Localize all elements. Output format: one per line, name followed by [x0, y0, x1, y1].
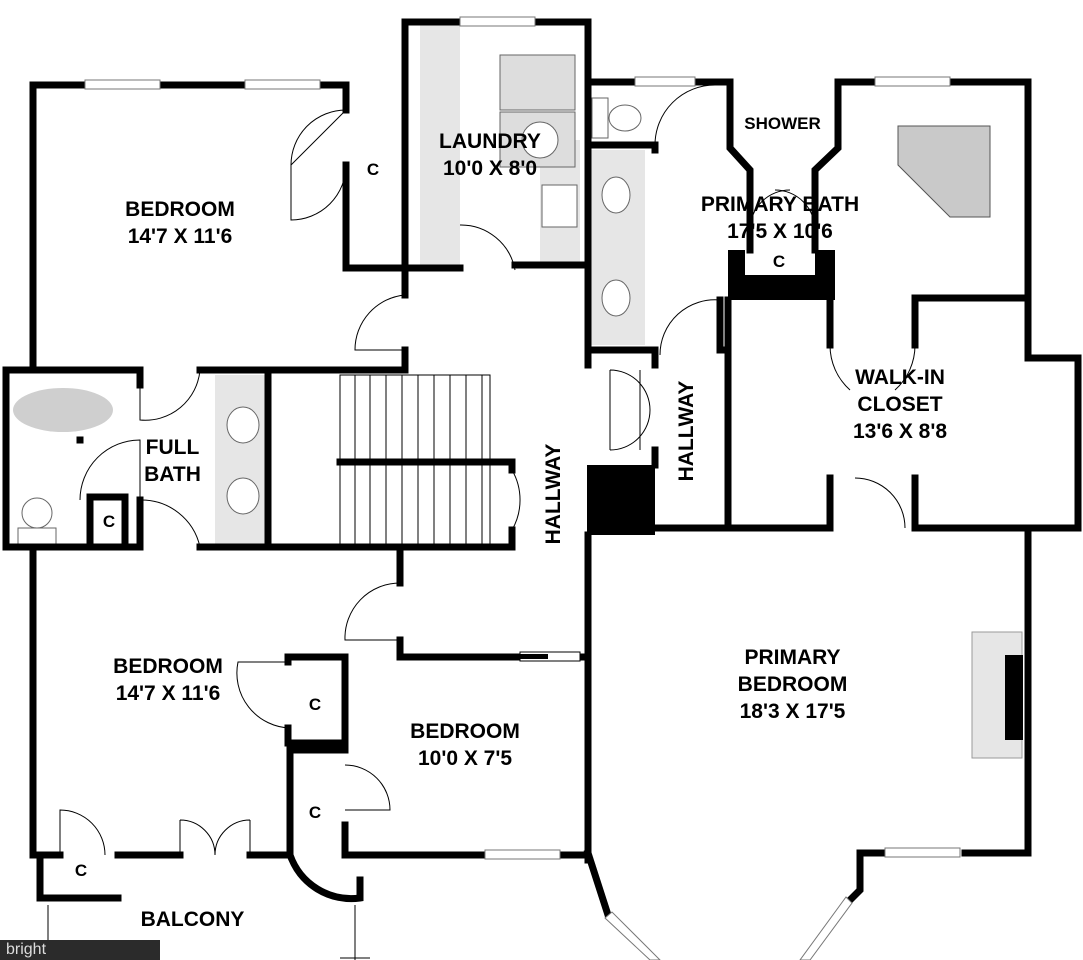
- room-name-line1: FULL: [145, 436, 200, 459]
- doors: [47, 84, 916, 960]
- room-dimensions: 13'6 X 8'8: [852, 420, 948, 443]
- staircase: [336, 374, 516, 548]
- hallway-left-label: HALLWAY: [542, 443, 565, 545]
- room-dimensions: 14'7 X 11'6: [127, 225, 233, 248]
- shower-label: SHOWER: [735, 114, 830, 134]
- primary-bath-label: PRIMARY BATH 17'5 X 10'6: [670, 191, 890, 245]
- windows: [84, 16, 961, 960]
- room-dimensions: 14'7 X 11'6: [115, 682, 221, 705]
- walk-in-closet-label: WALK-IN CLOSET 13'6 X 8'8: [825, 364, 975, 445]
- fixtures: [13, 25, 1023, 759]
- bedroom-nw-label: BEDROOM 14'7 X 11'6: [100, 196, 260, 250]
- room-name: BEDROOM: [410, 720, 520, 743]
- room-dimensions: 10'0 X 8'0: [442, 157, 538, 180]
- room-name-line2: BATH: [144, 463, 201, 486]
- room-name: LAUNDRY: [439, 130, 541, 153]
- hallway-right-label: HALLWAY: [675, 380, 698, 482]
- bedroom-small-label: BEDROOM 10'0 X 7'5: [390, 718, 540, 772]
- room-name: BEDROOM: [113, 655, 223, 678]
- laundry-label: LAUNDRY 10'0 X 8'0: [420, 128, 560, 182]
- room-name: SHOWER: [744, 114, 821, 133]
- room-dimensions: 17'5 X 10'6: [727, 220, 833, 243]
- room-name-line1: PRIMARY: [744, 646, 841, 669]
- balcony-label: BALCONY: [125, 906, 260, 933]
- room-name-line2: BEDROOM: [737, 673, 848, 696]
- closet-marker: C: [308, 803, 322, 822]
- closet-marker: C: [74, 861, 88, 880]
- bedroom-sw-label: BEDROOM 14'7 X 11'6: [88, 653, 248, 707]
- room-dimensions: 10'0 X 7'5: [417, 747, 513, 770]
- room-dimensions: 18'3 X 17'5: [739, 700, 846, 723]
- full-bath-label: FULL BATH: [125, 434, 220, 488]
- room-name-line2: CLOSET: [857, 393, 943, 416]
- closet-marker: C: [366, 160, 380, 179]
- closet-marker: C: [102, 512, 116, 531]
- room-name-line1: WALK-IN: [855, 366, 945, 389]
- primary-bedroom-label: PRIMARY BEDROOM 18'3 X 17'5: [710, 644, 875, 725]
- closet-marker: C: [308, 695, 322, 714]
- room-name: BALCONY: [140, 908, 245, 931]
- room-name: PRIMARY BATH: [700, 193, 860, 216]
- room-name: BEDROOM: [125, 198, 235, 221]
- walls: [2, 18, 1082, 920]
- closet-marker: C: [772, 252, 786, 271]
- watermark-logo: bright: [0, 940, 160, 960]
